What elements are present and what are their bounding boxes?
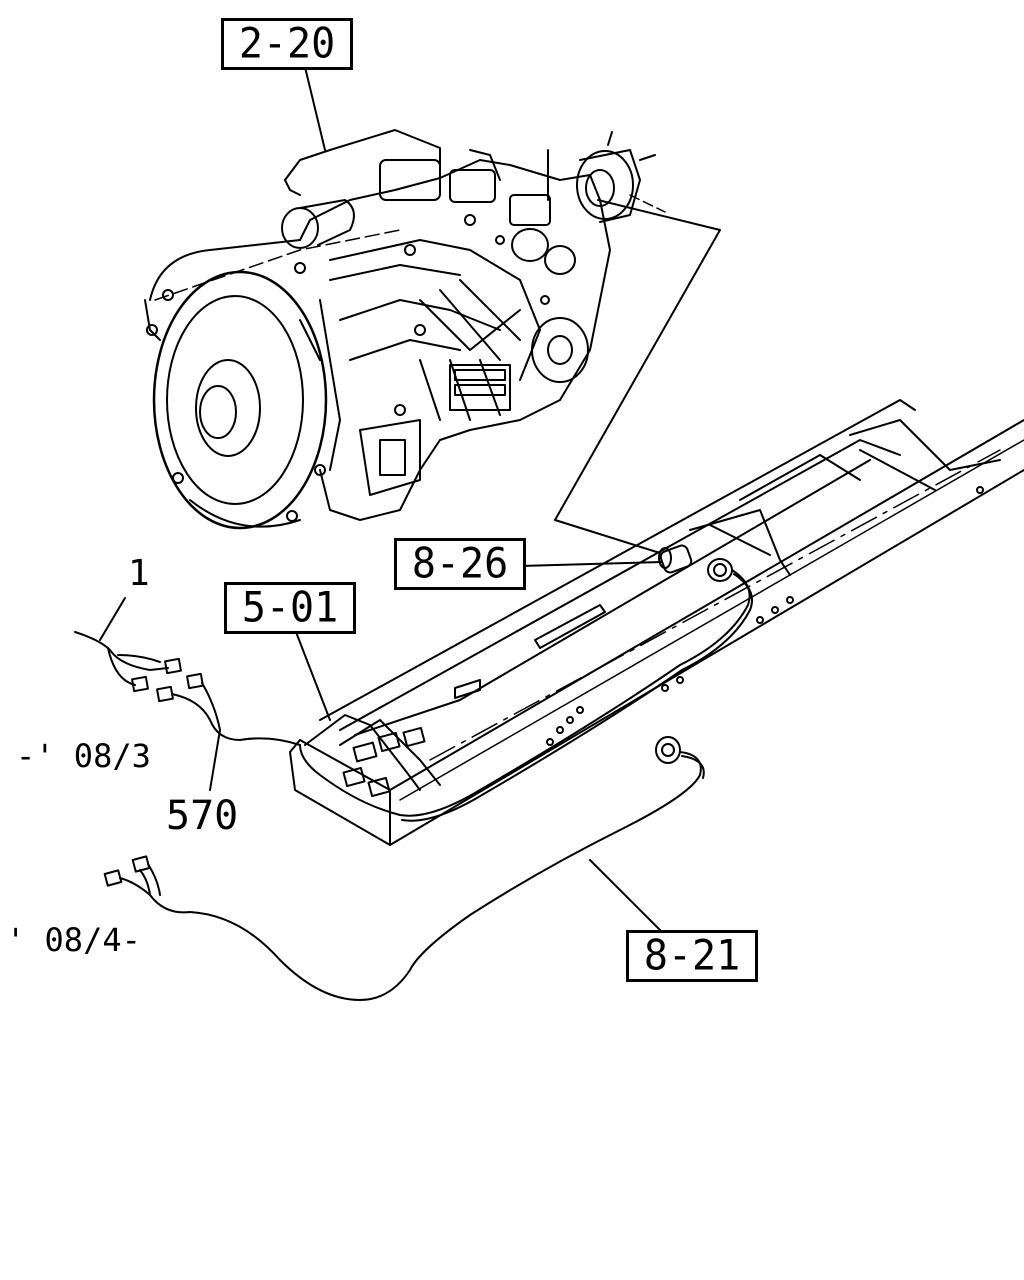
frame-drawing bbox=[289, 399, 1024, 846]
ref-box-5-01[interactable]: 5-01 bbox=[224, 582, 356, 634]
part-number-1: 1 bbox=[128, 553, 150, 594]
leader-lines bbox=[99, 66, 721, 931]
ref-box-8-26[interactable]: 8-26 bbox=[394, 538, 526, 590]
ref-box-8-21[interactable]: 8-21 bbox=[626, 930, 758, 982]
ref-label-5-01: 5-01 bbox=[241, 583, 339, 633]
sensor-drawing bbox=[299, 544, 753, 822]
harness-821-drawing bbox=[103, 736, 705, 1001]
range-label-from: ' 08/4- bbox=[6, 921, 141, 959]
ref-label-2-20: 2-20 bbox=[238, 19, 336, 69]
ref-label-8-21: 8-21 bbox=[643, 931, 741, 981]
transmission-drawing bbox=[144, 129, 666, 530]
ref-box-2-20[interactable]: 2-20 bbox=[221, 18, 353, 70]
ref-label-8-26: 8-26 bbox=[411, 539, 509, 589]
part-number-570: 570 bbox=[166, 793, 239, 839]
range-label-upto: -' 08/3 bbox=[16, 737, 151, 775]
harness-570-drawing bbox=[74, 631, 301, 746]
